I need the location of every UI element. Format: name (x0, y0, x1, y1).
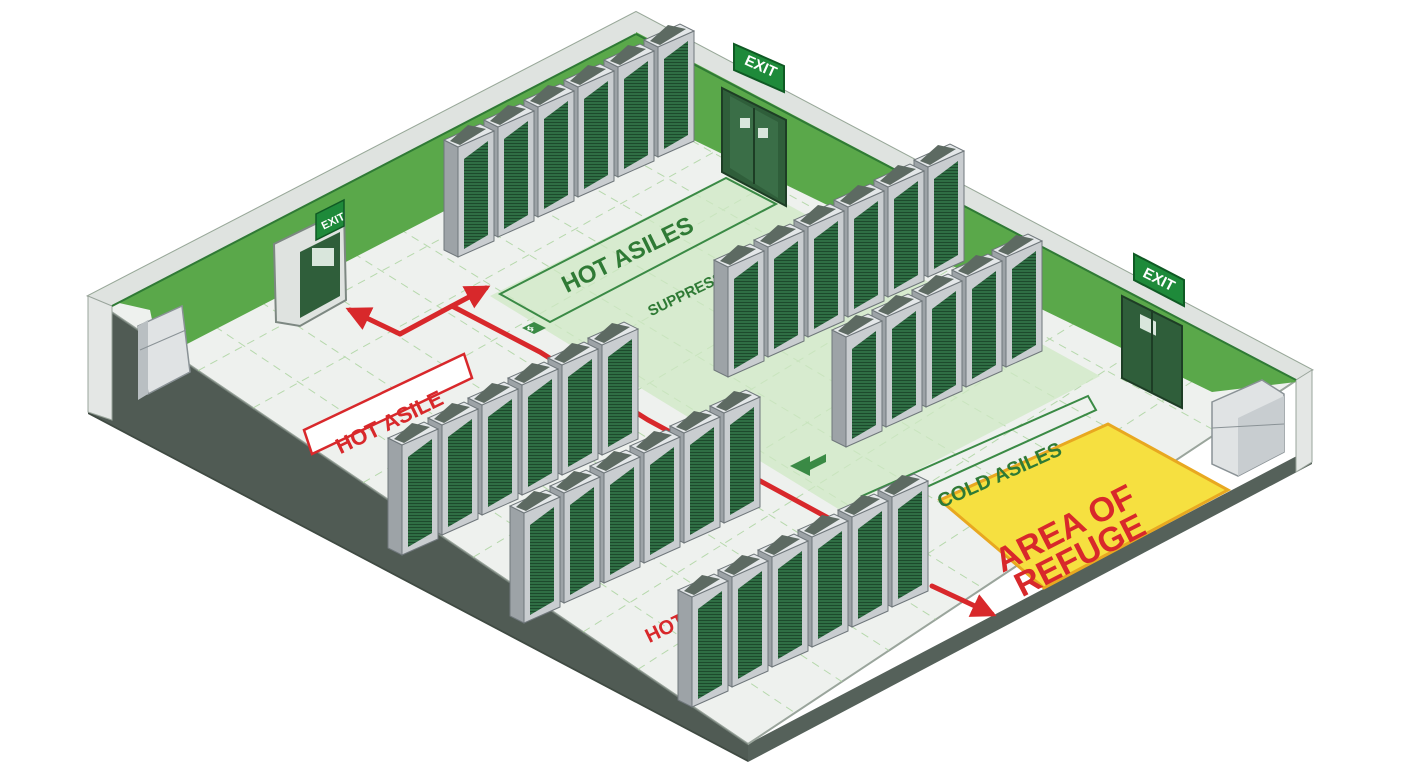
exit-door-top[interactable] (721, 42, 787, 208)
cabinet-left (137, 304, 191, 400)
server-rack-icon (586, 321, 640, 456)
svg-text:⇆: ⇆ (527, 324, 534, 333)
server-rack-icon (712, 243, 766, 378)
server-rack-icon (386, 421, 440, 556)
grid-line (582, 280, 1144, 633)
server-rack-icon (676, 573, 730, 708)
grid-line (316, 177, 984, 589)
back-walls (87, 12, 1313, 473)
fire-suppression-icon: ⇆ (522, 322, 546, 334)
exit-door-right[interactable] (1121, 252, 1185, 410)
grid-line (252, 101, 806, 409)
server-rack-icon (508, 489, 562, 624)
area-of-refuge (937, 422, 1232, 590)
server-rack-icon (442, 123, 496, 258)
cabinet-right (1211, 379, 1285, 477)
exit-door-left[interactable] (272, 198, 348, 328)
server-rack-icon (546, 341, 600, 476)
airflow-arrow-icon (790, 454, 826, 476)
hot-asile-left-sign (302, 352, 474, 456)
server-rack-icon (830, 313, 884, 448)
server-racks (386, 23, 1044, 708)
server-rack-icon (796, 513, 850, 648)
server-rack-icon (522, 83, 576, 218)
